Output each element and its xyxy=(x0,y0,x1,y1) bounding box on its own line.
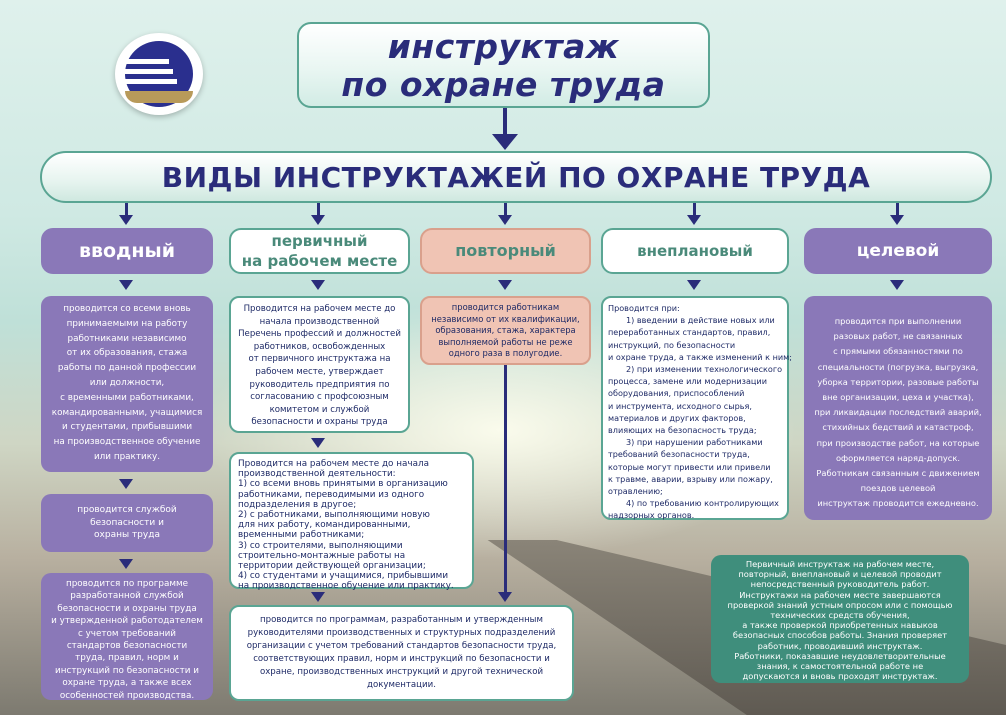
arrow-down-icon xyxy=(687,215,701,225)
connector-line xyxy=(125,203,128,217)
poster-title: инструктаж по охране труда xyxy=(297,22,710,108)
connector-line xyxy=(896,203,899,217)
arrow-down-icon xyxy=(311,438,325,448)
connector-line xyxy=(504,203,507,217)
title-line-1: инструктаж xyxy=(387,27,620,66)
arrow-down-icon xyxy=(498,215,512,225)
arrow-down-icon xyxy=(311,215,325,225)
arrow-down-icon xyxy=(311,280,325,290)
header-vneplanovy: внеплановый xyxy=(601,228,789,274)
header-pervichny: первичный на рабочем месте xyxy=(229,228,410,274)
main-heading: ВИДЫ ИНСТРУКТАЖЕЙ ПО ОХРАНЕ ТРУДА xyxy=(40,151,992,203)
connector-line xyxy=(503,108,507,138)
arrow-down-icon xyxy=(119,280,133,290)
box-vneplanovy-cases: Проводится при:1) введении в действие но… xyxy=(601,296,792,520)
arrow-down-icon xyxy=(311,592,325,602)
arrow-down-icon xyxy=(890,280,904,290)
arrow-down-icon xyxy=(119,479,133,489)
connector-line xyxy=(693,203,696,217)
title-line-2: по охране труда xyxy=(341,65,666,104)
arrow-down-icon xyxy=(498,280,512,290)
arrow-down-icon xyxy=(119,215,133,225)
arrow-down-icon xyxy=(687,280,701,290)
header-celevoy: целевой xyxy=(804,228,992,274)
arrow-down-icon xyxy=(492,134,518,150)
header-vvodny: вводный xyxy=(41,228,213,274)
box-program-description: проводится по программам, разработанным … xyxy=(229,605,574,701)
railway-logo xyxy=(115,33,203,115)
box-general-note: Первичный инструктаж на рабочем месте,по… xyxy=(711,555,969,683)
arrow-down-icon xyxy=(890,215,904,225)
arrow-down-icon xyxy=(119,559,133,569)
connector-line xyxy=(317,203,320,217)
arrow-down-icon xyxy=(498,592,512,602)
header-povtorny: повторный xyxy=(420,228,591,274)
connector-line xyxy=(504,365,507,592)
